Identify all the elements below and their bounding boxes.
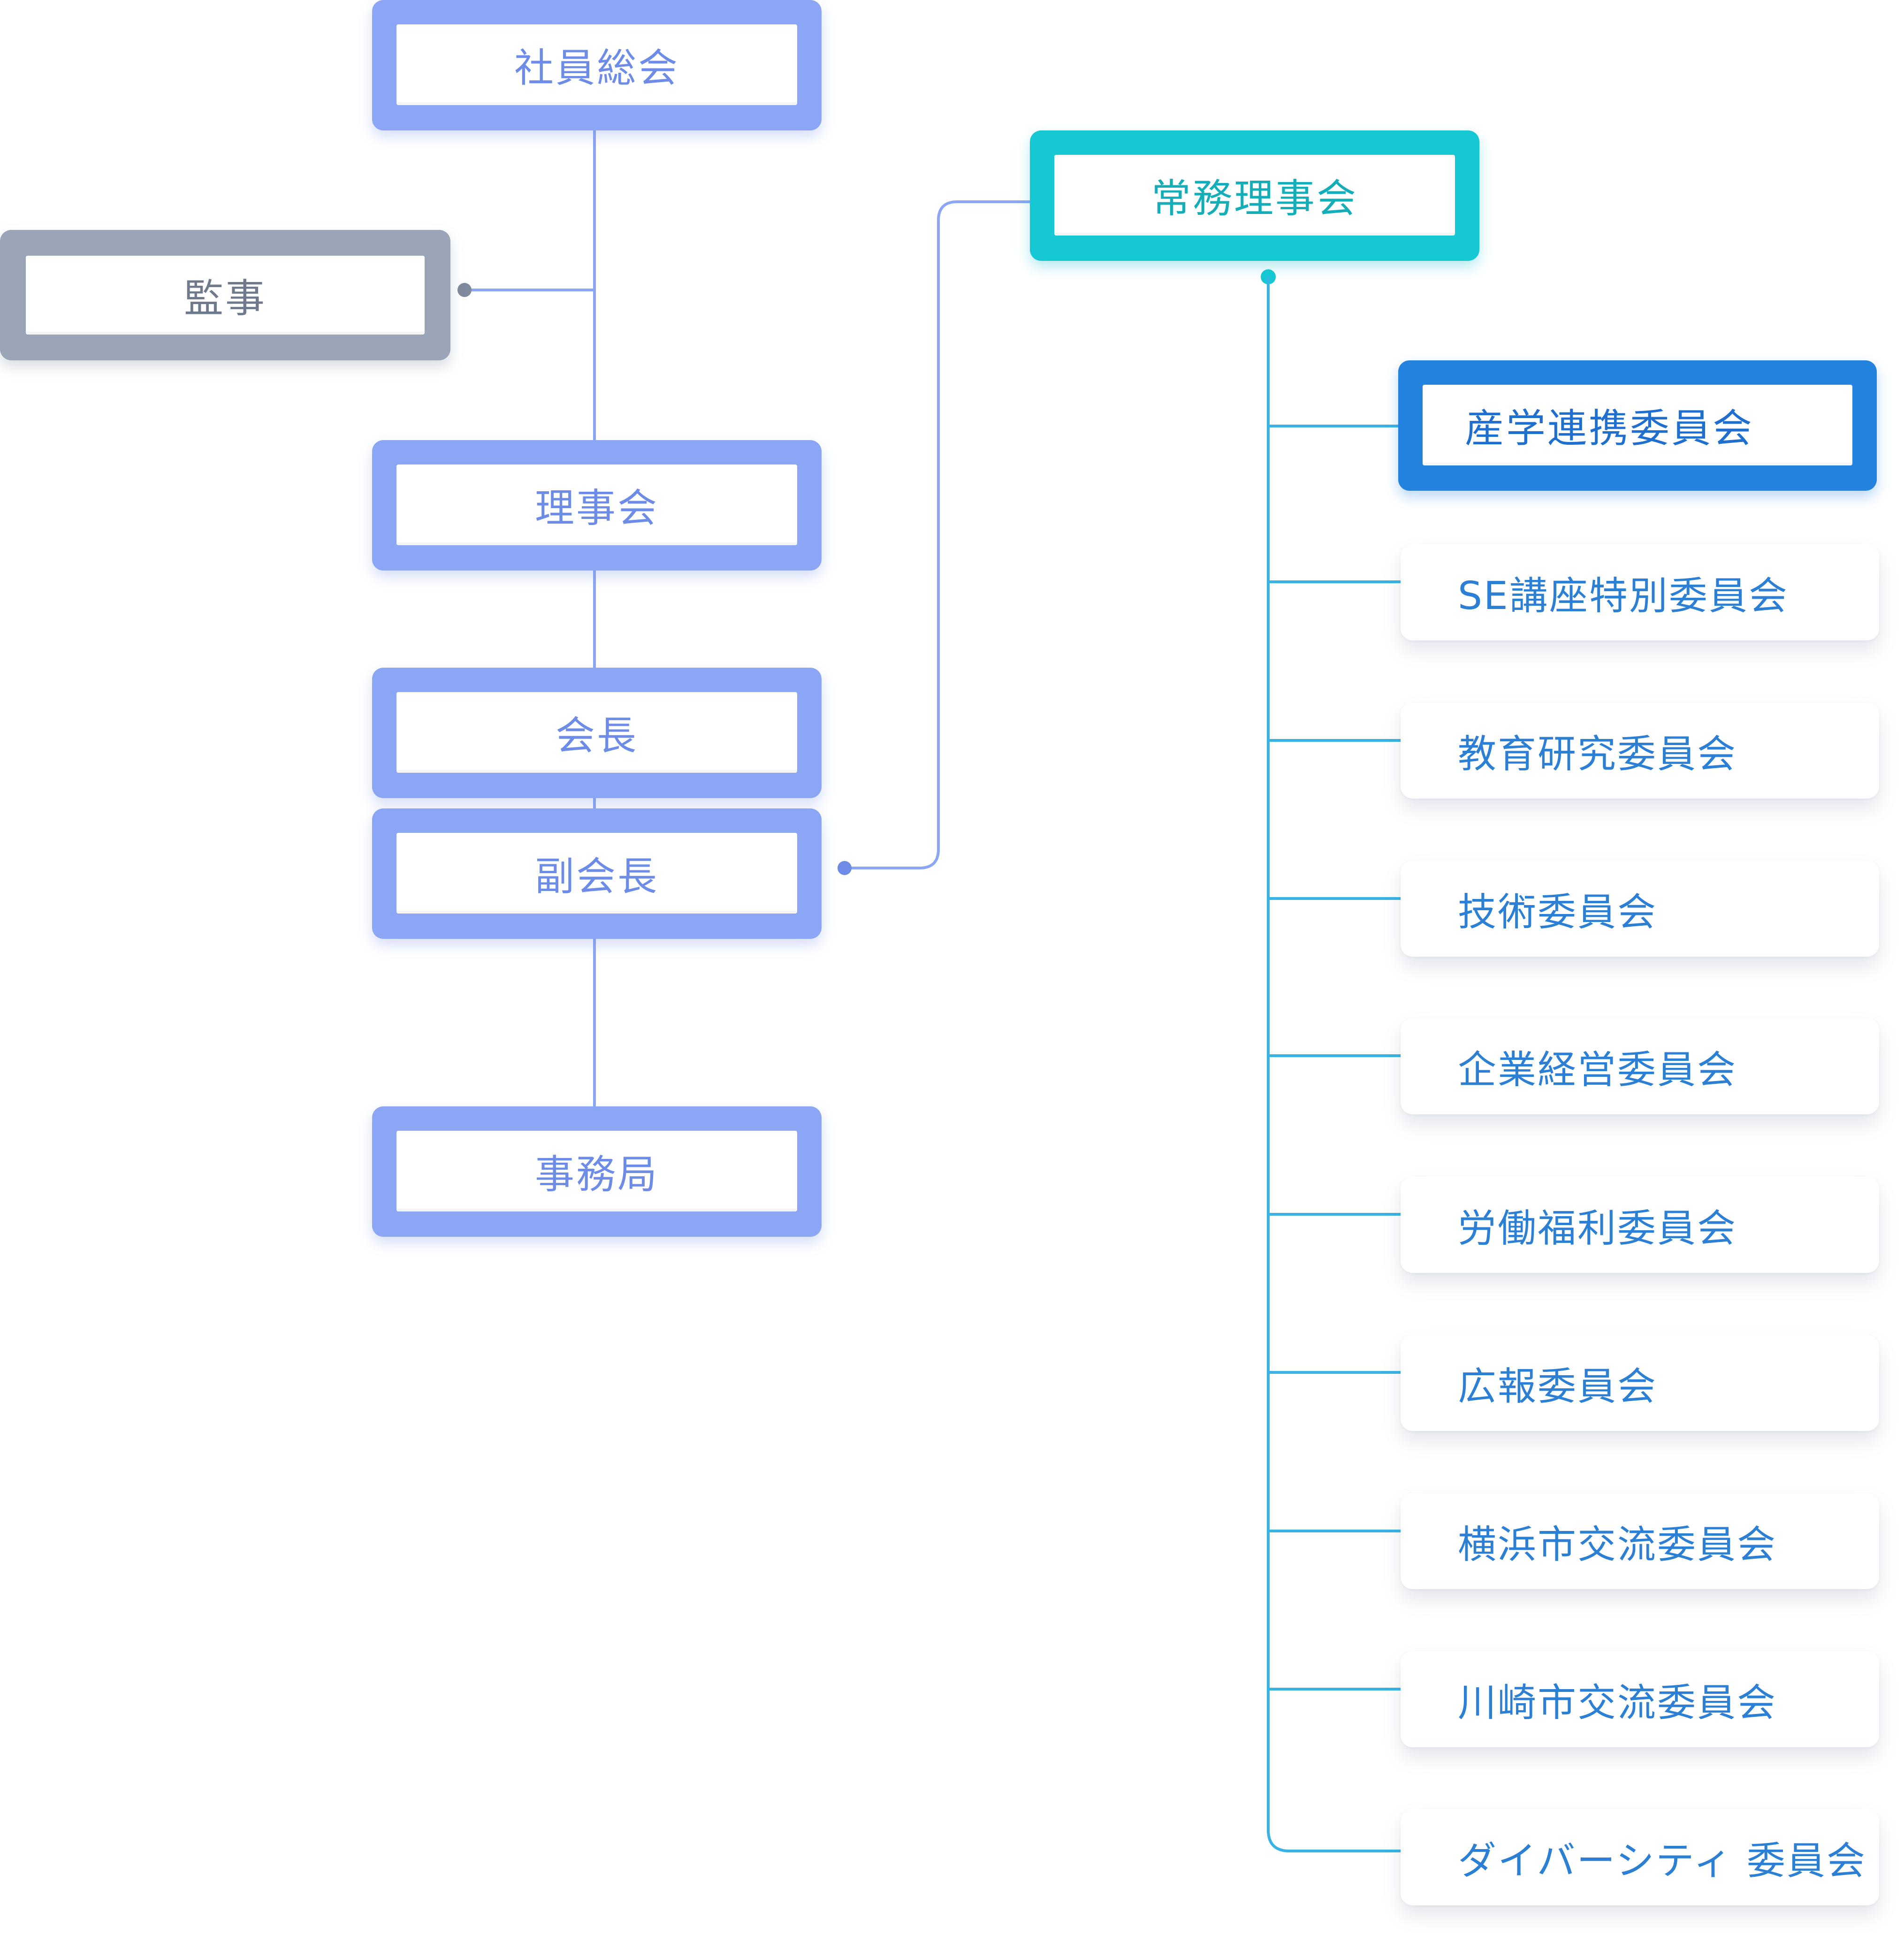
- committee-card: 横浜市交流委員会: [1401, 1493, 1879, 1589]
- president-node: 会長: [372, 668, 822, 798]
- industry-academia-node: 産学連携委員会: [1398, 360, 1877, 491]
- committee-card: 労働福利委員会: [1401, 1177, 1879, 1273]
- committee-label: ダイバーシティ 委員会: [1458, 1839, 1866, 1883]
- committee-label: 技術委員会: [1458, 890, 1658, 935]
- executive-board-label: 常務理事会: [1151, 175, 1358, 221]
- committee-label: SE講座特別委員会: [1458, 574, 1789, 618]
- committee-card: ダイバーシティ 委員会: [1401, 1809, 1879, 1905]
- vice-to-executive-connector: [845, 200, 1030, 869]
- industry-academia-label: 産学連携委員会: [1465, 405, 1754, 451]
- general-meeting-node: 社員総会: [372, 0, 822, 130]
- auditor-label: 監事: [183, 275, 267, 321]
- committee-label: 教育研究委員会: [1458, 732, 1737, 777]
- committee-card: 広報委員会: [1401, 1335, 1879, 1431]
- committee-card: 技術委員会: [1401, 861, 1879, 957]
- committee-label: 労働福利委員会: [1458, 1206, 1737, 1251]
- committee-label: 広報委員会: [1458, 1364, 1658, 1409]
- committee-card: SE講座特別委員会: [1401, 544, 1879, 640]
- committee-label: 川崎市交流委員会: [1458, 1681, 1777, 1725]
- committee-card: 川崎市交流委員会: [1401, 1651, 1879, 1747]
- vice-connector-dot: [838, 861, 852, 875]
- committee-label: 企業経営委員会: [1458, 1048, 1737, 1092]
- auditor-node: 監事: [0, 230, 450, 360]
- board-node: 理事会: [372, 440, 822, 571]
- committee-label: 横浜市交流委員会: [1458, 1523, 1777, 1567]
- auditor-connector-dot: [457, 283, 472, 297]
- secretariat-label: 事務局: [534, 1151, 659, 1197]
- committee-card: 教育研究委員会: [1401, 702, 1879, 799]
- general-meeting-label: 社員総会: [514, 45, 679, 91]
- president-label: 会長: [555, 712, 638, 759]
- executive-board-node: 常務理事会: [1030, 130, 1479, 261]
- secretariat-node: 事務局: [372, 1106, 822, 1237]
- board-label: 理事会: [534, 485, 659, 531]
- committee-card: 企業経営委員会: [1401, 1018, 1879, 1114]
- committee-spine: [1267, 277, 1401, 1852]
- vice-president-label: 副会長: [534, 853, 659, 899]
- vice-president-node: 副会長: [372, 808, 822, 939]
